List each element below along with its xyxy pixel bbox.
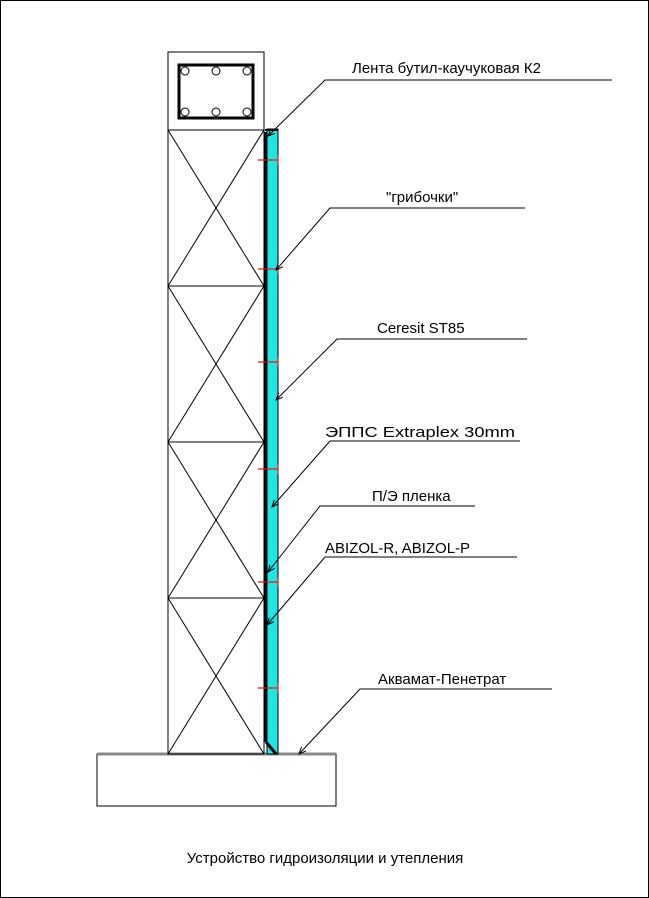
leader-abizol (267, 556, 517, 625)
anchors (258, 155, 279, 693)
drawing-caption: Устройство гидроизоляции и утепления (187, 850, 464, 867)
label-gribochki: "грибочки" (386, 189, 458, 206)
label-akvamat: Аквамат-Пенетрат (378, 671, 506, 688)
anchor (258, 464, 279, 474)
foundation-slab (96, 753, 337, 807)
anchor (258, 577, 279, 587)
leader-akvamat (299, 688, 552, 754)
anchor (258, 683, 279, 693)
masonry-wall (167, 129, 265, 755)
leader-gribochki (276, 207, 525, 270)
insulation-board (266, 128, 279, 755)
leader-lenta (268, 79, 612, 136)
label-abizol: ABIZOL-R, ABIZOL-P (325, 540, 470, 557)
leader-epps (272, 440, 520, 507)
top-beam (167, 51, 265, 131)
label-epps: ЭППС Extraplex 30mm (325, 424, 515, 441)
label-ceresit: Ceresit ST85 (377, 320, 465, 337)
membrane-bottom-bend (264, 741, 278, 755)
leader-ceresit (276, 338, 527, 400)
anchor (258, 155, 279, 165)
label-pe: П/Э пленка (372, 488, 451, 505)
anchor (258, 357, 279, 367)
leader-pe (268, 505, 475, 572)
label-lenta: Лента бутил-каучуковая К2 (352, 60, 541, 77)
rebar-circles (180, 66, 252, 117)
leader-lines (267, 79, 612, 754)
